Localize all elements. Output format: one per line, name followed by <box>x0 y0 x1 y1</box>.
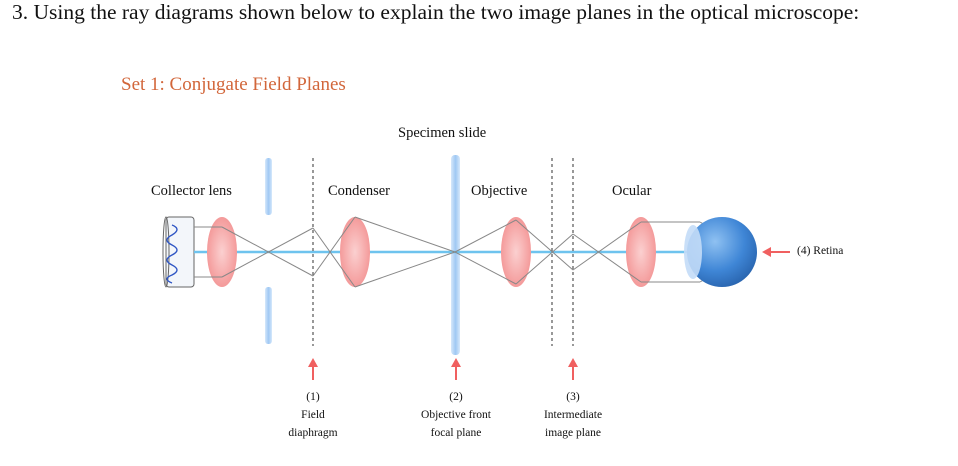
objective-lens <box>501 217 531 287</box>
objective-label: Objective <box>471 183 528 199</box>
plane-3-line2: image plane <box>545 427 601 439</box>
plane-1-arrow-icon <box>308 358 318 380</box>
plane-2-label: (2) Objective front focal plane <box>401 388 511 442</box>
plane-2-arrow-icon <box>451 358 461 380</box>
set-title: Set 1: Conjugate Field Planes <box>121 74 346 95</box>
specimen-slide-label: Specimen slide <box>398 125 487 141</box>
plane-1-line1: Field <box>301 409 325 421</box>
question-text: 3. Using the ray diagrams shown below to… <box>12 0 860 24</box>
collector-lens <box>207 217 237 287</box>
plane-2-line2: focal plane <box>430 427 482 439</box>
lamp-filament-icon <box>162 216 195 288</box>
plane-3-label: (3) Intermediate image plane <box>523 388 623 442</box>
field-diaphragm-bottom <box>265 287 272 344</box>
plane-3-number: (3) <box>566 391 580 403</box>
condenser-lens <box>340 217 370 287</box>
plane-1-line2: diaphragm <box>288 427 338 439</box>
condenser-label: Condenser <box>328 183 391 199</box>
retina-arrow-icon <box>762 247 790 257</box>
ocular-lens <box>626 217 656 287</box>
specimen-slide <box>451 155 460 355</box>
plane-1-label: (1) Field diaphragm <box>273 388 353 442</box>
plane-2-line1: Objective front <box>421 409 491 421</box>
plane-2-number: (2) <box>449 391 463 403</box>
eye-icon <box>684 217 757 287</box>
plane-3-line1: Intermediate <box>543 409 603 421</box>
plane-3-arrow-icon <box>568 358 578 380</box>
retina-label: (4) Retina <box>797 245 844 257</box>
collector-lens-label: Collector lens <box>151 183 232 199</box>
ocular-label: Ocular <box>612 183 652 199</box>
plane-1-number: (1) <box>306 391 320 403</box>
field-diaphragm-top <box>265 158 272 215</box>
